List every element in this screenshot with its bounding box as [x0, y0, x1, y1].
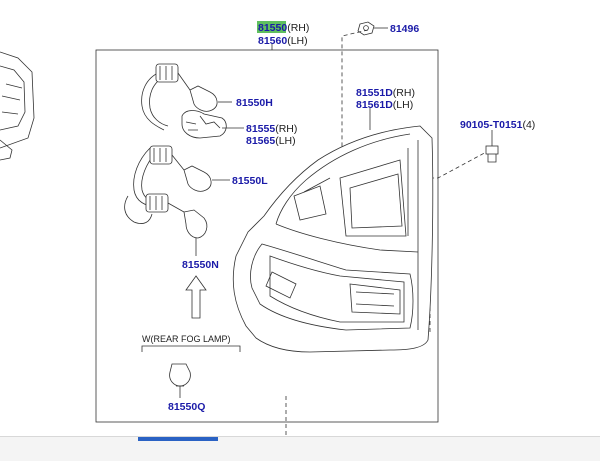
lens-lh-suffix: (LH): [393, 99, 413, 111]
socket-lh-label: 81565: [246, 135, 275, 147]
svg-text:81555(RH): 81555(RH): [246, 123, 297, 135]
middle-socket-assembly: [181, 110, 244, 139]
assembly-part-rh: 81550: [258, 22, 287, 34]
fog-lamp-note: W(REAR FOG LAMP): [142, 334, 231, 344]
socket-callout: 81555(RH) 81565(LH): [246, 123, 297, 147]
socket-rh-suffix: (RH): [275, 123, 297, 135]
screw-label: 90105-T0151: [460, 119, 523, 131]
assembly-frame: [95, 49, 439, 423]
upper-socket: [155, 63, 191, 91]
lens-rh-label: 81551D: [356, 87, 393, 99]
bulb-middle-label: 81550L: [232, 175, 268, 187]
assembly-highlight: [257, 21, 286, 33]
socket-rh-label: 81555: [246, 123, 275, 135]
assembly-callout: 81550(RH) 81560(LH): [258, 22, 309, 47]
fog-lamp-bracket: [141, 345, 241, 352]
wire-harness: [124, 71, 169, 224]
insert-direction-arrow: [185, 275, 207, 319]
nut-label: 81496: [390, 23, 419, 35]
dashed-axis-lines: [285, 29, 491, 436]
bulb-upper-label: 81550H: [236, 97, 273, 109]
nut-part: [357, 21, 388, 36]
assembly-part-lh: 81560: [258, 35, 287, 47]
lens-callout: 81551D(RH) 81561D(LH): [356, 87, 415, 111]
lens-rh-suffix: (RH): [393, 87, 415, 99]
svg-text:81550(RH): 81550(RH): [258, 22, 309, 34]
svg-text:81551D(RH): 81551D(RH): [356, 87, 415, 99]
horizontal-scrollbar-thumb[interactable]: [138, 437, 218, 441]
svg-text:81565(LH): 81565(LH): [246, 135, 296, 147]
fog-lamp-bulb: [169, 363, 191, 398]
mounting-screw: [485, 130, 499, 163]
horizontal-scrollbar-track[interactable]: [0, 436, 600, 461]
lower-socket: [149, 145, 185, 171]
svg-text:81560(LH): 81560(LH): [258, 35, 308, 47]
screw-qty: (4): [522, 119, 535, 131]
tail-lamp-lens: [232, 125, 434, 353]
assembly-suffix-lh: (LH): [287, 35, 307, 47]
socket-lh-suffix: (LH): [275, 135, 295, 147]
middle-bulb: [183, 165, 230, 192]
upper-bulb: [189, 85, 232, 112]
lower-bulb: [183, 209, 208, 256]
fog-bulb-label: 81550Q: [168, 401, 205, 413]
bottom-socket: [145, 193, 185, 213]
bulb-lower-label: 81550N: [182, 259, 219, 271]
screw-callout: 90105-T0151(4): [460, 119, 535, 131]
assembly-suffix-rh: (RH): [287, 22, 309, 34]
lens-lh-label: 81561D: [356, 99, 393, 111]
svg-text:81561D(LH): 81561D(LH): [356, 99, 413, 111]
vehicle-reference-sketch: [0, 51, 35, 161]
